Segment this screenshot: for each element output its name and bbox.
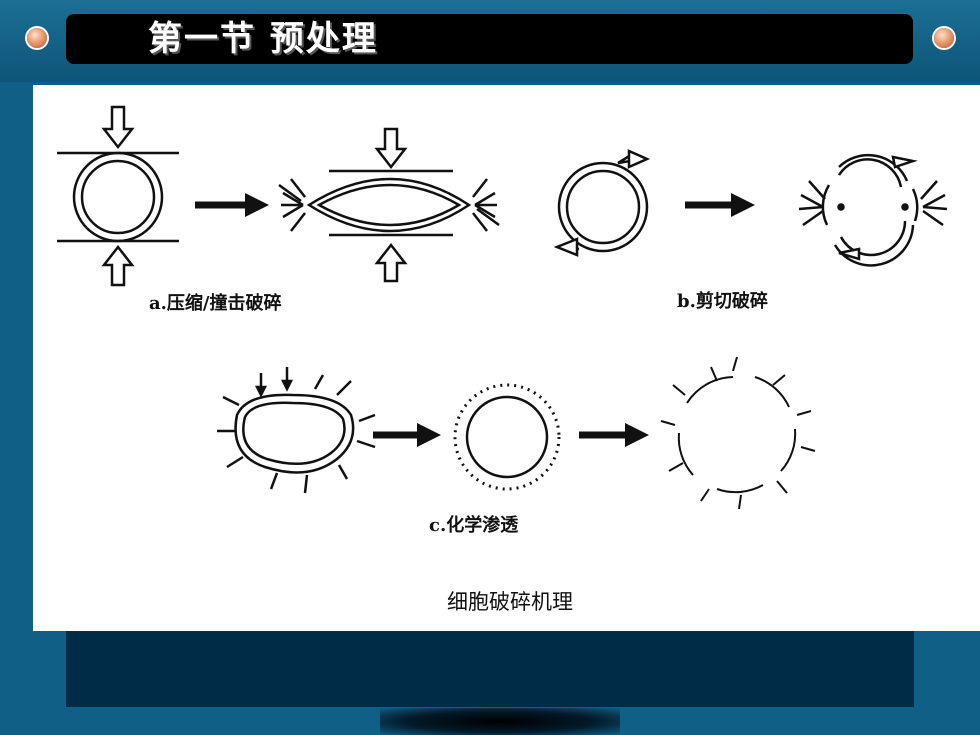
chemical-cell-permeated (453, 383, 561, 491)
shear-cell-broken (798, 153, 948, 267)
compression-cell-squeezed (278, 127, 500, 283)
diagram-panel: a.压缩/撞击破碎 b.剪切破碎 c.化学渗透 细胞破碎机理 (33, 85, 980, 631)
figure-caption: 细胞破碎机理 (447, 590, 573, 614)
label-a: a.压缩/撞击破碎 (149, 292, 282, 314)
chemical-cell-irregular (217, 367, 376, 494)
notes-box (66, 631, 914, 707)
bullet-icon-right (934, 28, 954, 48)
label-b: b.剪切破碎 (677, 290, 768, 312)
compression-cell-intact (57, 105, 179, 287)
title-bar: 第一节 预处理 (66, 14, 913, 64)
label-c: c.化学渗透 (429, 514, 519, 536)
slide-title: 第一节 预处理 (148, 19, 378, 59)
chemical-cell-lysed (660, 356, 816, 510)
shear-cell-intact (553, 149, 651, 257)
bullet-icon-left (27, 28, 47, 48)
cell-disruption-diagram: a.压缩/撞击破碎 b.剪切破碎 c.化学渗透 细胞破碎机理 (57, 105, 948, 614)
bottom-glow (380, 708, 620, 735)
